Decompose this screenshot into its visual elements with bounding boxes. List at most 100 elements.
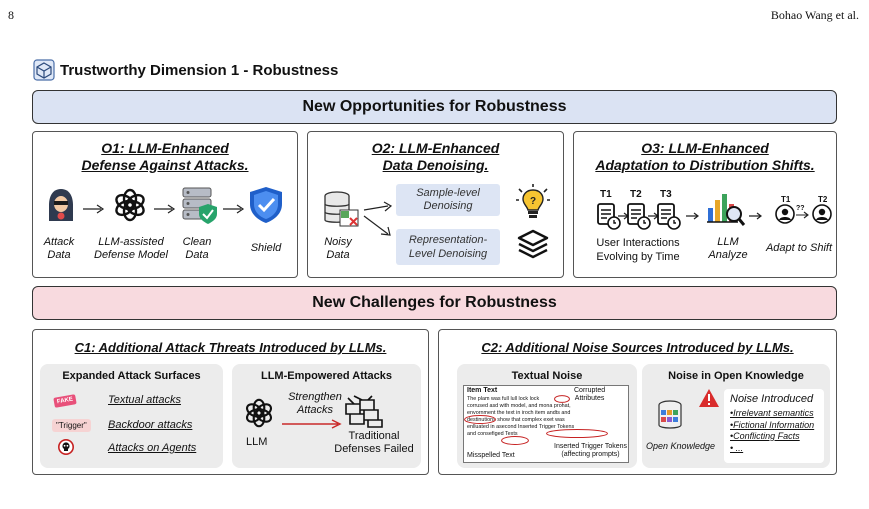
o1-panel: O1: LLM-Enhanced Defense Against Attacks… [32, 131, 298, 278]
o3-users-1: User Interactions [596, 237, 680, 249]
highlight-circle [554, 395, 570, 403]
skull-icon [58, 439, 74, 455]
open-knowledge-label: Open Knowledge [646, 441, 716, 451]
noise-line-3: envornment the text in iroch item andts … [467, 410, 571, 416]
o2-repr-1: Representation- [408, 234, 488, 246]
failed-2: Defenses Failed [334, 443, 414, 455]
user-icon [775, 204, 795, 224]
repr-denoising-box: Representation- Level Denoising [396, 229, 500, 265]
surfaces-title: Expanded Attack Surfaces [62, 370, 201, 382]
inserted-1: Inserted Trigger Tokens [554, 443, 628, 450]
c2-title: C2: Additional Noise Sources Introduced … [481, 340, 794, 355]
textual-attacks: Textual attacks [108, 394, 181, 406]
o3-adapt: Adapt to Shift [765, 242, 833, 254]
o2-noisy-1: Noisy [324, 236, 352, 248]
warning-icon [699, 389, 719, 407]
o2-sample-1: Sample-level [416, 187, 480, 199]
arrow-icon [796, 211, 809, 219]
noisy-database-icon [324, 191, 359, 227]
c2-panel: C2: Additional Noise Sources Introduced … [438, 329, 837, 475]
svg-text:?: ? [530, 196, 536, 207]
o2-title-2: Data Denoising. [382, 157, 489, 173]
o1-attack-1: Attack [43, 236, 75, 248]
o3-u1: T1 [781, 195, 791, 204]
open-knowledge-title: Noise in Open Knowledge [668, 370, 804, 382]
llm-logo-icon [245, 398, 273, 428]
o3-u2: T2 [818, 195, 828, 204]
o1-shield: Shield [250, 242, 282, 254]
o2-repr-2: Level Denoising [408, 248, 488, 260]
o1-clean-1: Clean [182, 236, 212, 248]
arrow-icon [686, 212, 699, 220]
opportunities-banner: New Opportunities for Robustness [32, 90, 837, 124]
o1-title-1: O1: LLM-Enhanced [101, 140, 229, 156]
o3-question: ?? [796, 205, 805, 212]
empowered-title: LLM-Empowered Attacks [260, 370, 392, 382]
misspelled-label: Misspelled Text [467, 452, 515, 459]
noise-line-2: corrused asd with model, and mona prohat… [467, 403, 571, 409]
c1-title: C1: Additional Attack Threats Introduced… [74, 340, 387, 355]
lightbulb-icon: ? [516, 184, 550, 218]
analytics-icon [707, 194, 746, 226]
arrow-icon [223, 204, 245, 214]
o3-title-1: O3: LLM-Enhanced [641, 140, 769, 156]
o3-users-2: Evolving by Time [596, 251, 680, 263]
highlight-circle [546, 429, 608, 438]
item-text-label: Item Text [467, 387, 498, 394]
backdoor-attacks: Backdoor attacks [108, 419, 193, 431]
noise-line-1: The plam was full lull lock lock [467, 396, 540, 402]
o1-model-1: LLM-assisted [98, 236, 164, 248]
llm-logo-icon [115, 188, 145, 222]
o3-title-2: Adaptation to Distribution Shifts. [595, 157, 815, 173]
o1-clean-2: Data [185, 249, 209, 261]
highlight-circle [464, 415, 496, 424]
red-arrow-icon [282, 419, 342, 429]
arrow-icon [363, 201, 393, 236]
attack-surfaces-panel: Expanded Attack Surfaces FAKE Textual at… [40, 364, 223, 468]
shield-icon [250, 187, 282, 223]
noise-line-4: destinutions show that complex exet was [467, 417, 565, 423]
o2-title-1: O2: LLM-Enhanced [371, 140, 500, 156]
broken-wall-icon [345, 395, 383, 428]
o1-attack-2: Data [47, 249, 71, 261]
fake-badge: FAKE [53, 394, 77, 408]
bullet-2: •Fictional Information [730, 419, 815, 430]
layers-icon [517, 229, 549, 259]
o3-llm-1: LLM [717, 236, 739, 248]
cube-icon [33, 59, 55, 81]
o3-panel: O3: LLM-Enhanced Adaptation to Distribut… [573, 131, 837, 278]
arrow-icon [154, 204, 176, 214]
noise-line-5: enlluated in asecond Inserted Trigger To… [467, 424, 575, 430]
o2-noisy-2: Data [326, 249, 350, 261]
arrow-icon [749, 212, 762, 220]
o3-t2: T2 [630, 189, 642, 200]
c1-panel: C1: Additional Attack Threats Introduced… [32, 329, 429, 475]
failed-1: Traditional [348, 430, 400, 442]
corrupted-1: Corrupted [574, 387, 606, 394]
challenges-banner: New Challenges for Robustness [32, 286, 837, 320]
database-icon [658, 400, 682, 429]
noise-line-6: and consefiged Texts [467, 431, 518, 437]
document-clock-icon [627, 203, 651, 230]
bullet-4: • ... [730, 442, 744, 453]
server-icon [182, 187, 217, 224]
noise-intro-title: Noise Introduced [730, 393, 814, 405]
o3-llm-2: Analyze [708, 249, 748, 261]
corrupted-2: Attributes [574, 395, 605, 402]
user-icon [812, 204, 832, 224]
hacker-icon [49, 189, 73, 221]
strengthen-1: Strengthen [288, 391, 342, 403]
textual-noise-title: Textual Noise [511, 370, 583, 382]
running-author: Bohao Wang et al. [770, 8, 859, 22]
arrow-icon [83, 204, 105, 214]
c1-llm-label: LLM [246, 436, 268, 448]
document-clock-icon [657, 203, 681, 230]
agent-attacks: Attacks on Agents [108, 442, 197, 454]
o3-t1: T1 [600, 189, 612, 200]
o3-t3: T3 [660, 189, 672, 200]
